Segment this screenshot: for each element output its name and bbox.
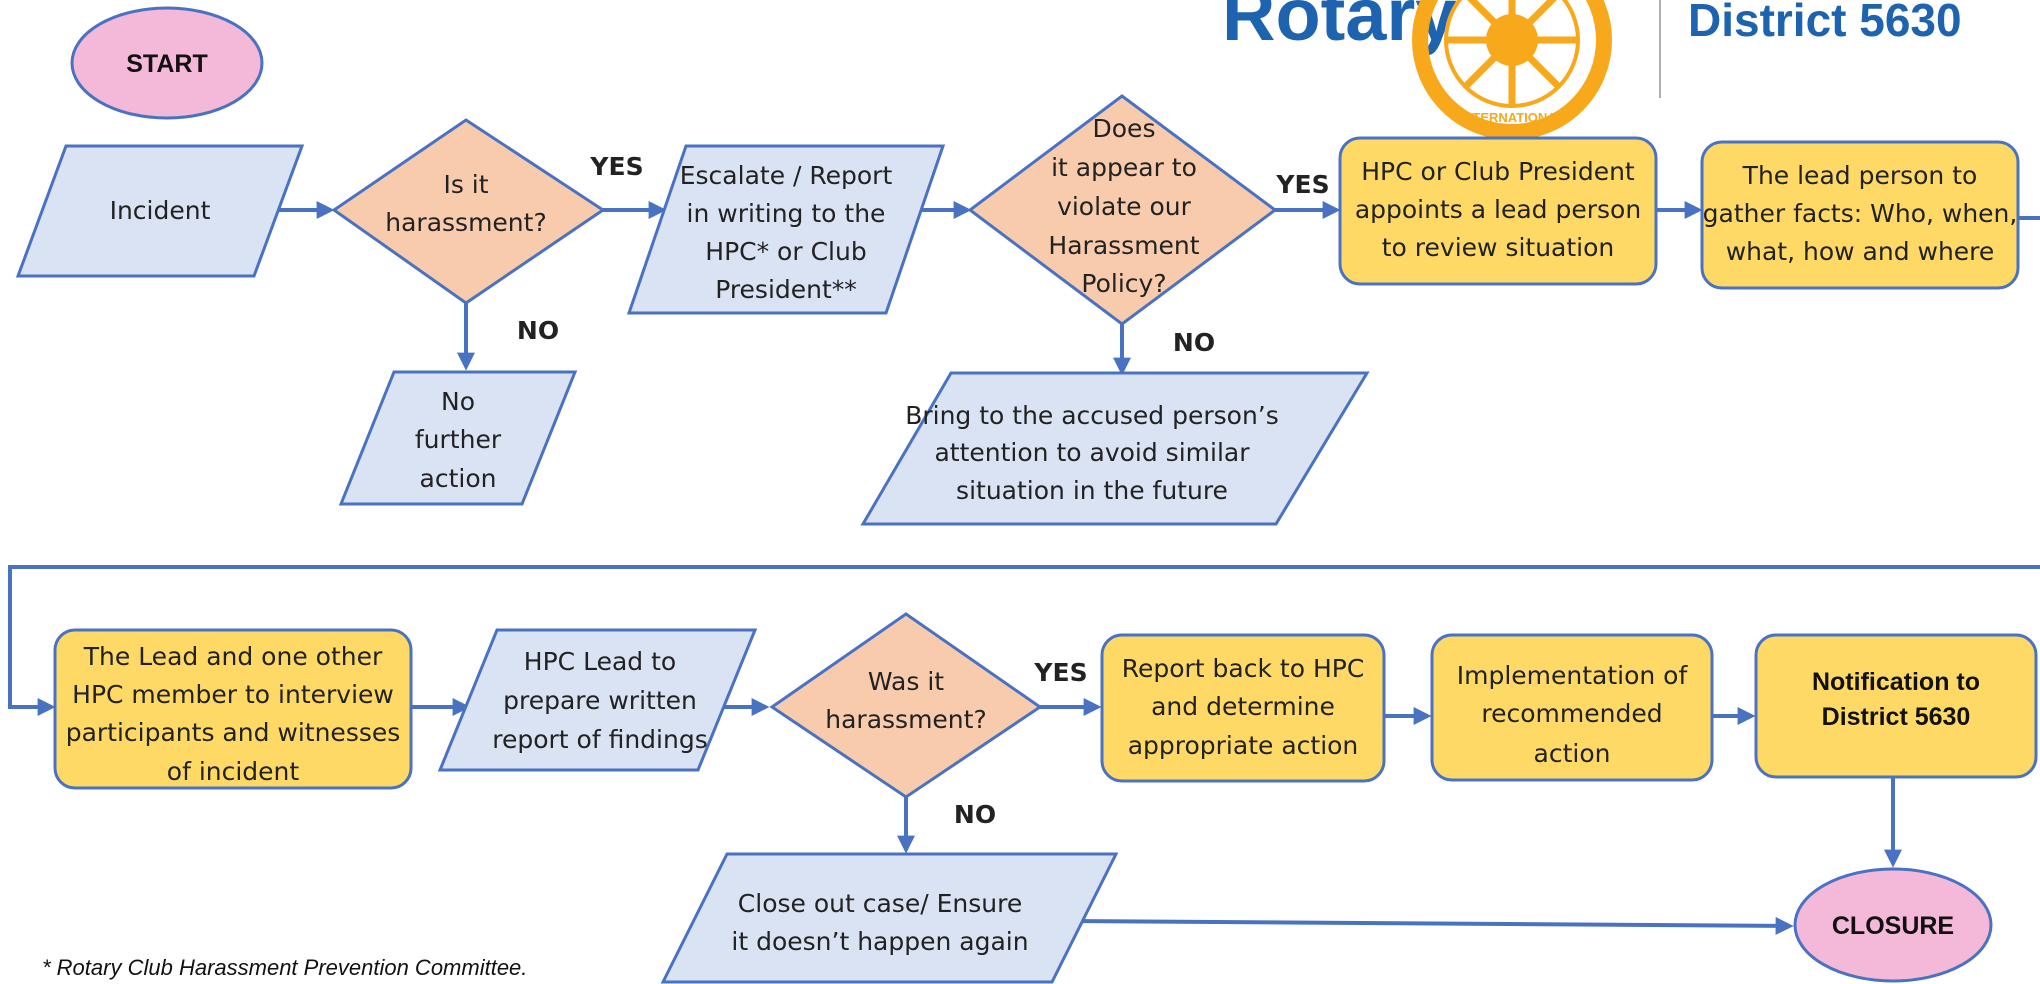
escalate-line-3: HPC* or Club [705,237,866,266]
interview-line-4: of incident [167,757,300,786]
notification-line-1: Notification to [1812,668,1980,696]
implementation-node: Implementation of recommended action [1430,633,1714,782]
reportback-line-2: and determine [1151,692,1335,721]
prepare-line-1: HPC Lead to [524,647,676,676]
seal-text: INTERNATIONAL [1459,110,1564,125]
implementation-line-1: Implementation of [1457,661,1689,690]
escalate-line-2: in writing to the [687,199,886,228]
edges [8,201,2040,935]
implementation-line-2: recommended [1481,699,1662,728]
was-line-2: harassment? [825,705,986,734]
attention-line-3: situation in the future [956,476,1228,505]
gather-line-1: The lead person to [1742,161,1978,190]
rotary-logo: Rotary INTERNATIONAL District 5630 [1222,0,1962,140]
interview-node: The Lead and one other HPC member to int… [53,628,413,790]
no-label-1: NO [517,316,559,345]
harassment-decision: Is it harassment? [331,118,606,305]
rotary-wheel-icon: INTERNATIONAL [1412,0,1612,140]
edge-wrap-to-interview [8,565,2040,716]
no-further-action-node: No further action [338,370,578,506]
decision-line-2: harassment? [385,208,546,237]
implementation-line-3: action [1534,739,1611,768]
escalate-line-1: Escalate / Report [680,161,893,190]
notification-node: Notification to District 5630 [1754,633,2038,779]
prepare-line-2: prepare written [503,686,697,715]
appoint-lead-node: HPC or Club President appoints a lead pe… [1338,136,1658,286]
reportback-line-3: appropriate action [1128,731,1359,760]
no-action-line-3: action [420,464,497,493]
footnote: * Rotary Club Harassment Prevention Comm… [42,955,528,980]
appoint-line-2: appoints a lead person [1355,195,1641,224]
closeout-line-1: Close out case/ Ensure [738,889,1022,918]
yes-label-2: YES [1275,170,1329,199]
bring-attention-node: Bring to the accused person’s attention … [860,371,1370,526]
prepare-report-node: HPC Lead to prepare written report of fi… [437,628,758,772]
closure-terminal: CLOSURE [1793,867,1993,983]
no-label-2: NO [1173,328,1215,357]
gather-line-3: what, how and where [1726,237,1995,266]
policy-line-2: it appear to [1051,153,1197,182]
escalate-node: Escalate / Report in writing to the HPC*… [626,144,946,315]
notification-line-2: District 5630 [1822,703,1971,731]
interview-line-1: The Lead and one other [83,642,383,671]
yes-label-3: YES [1033,658,1087,687]
was-harassment-decision: Was it harassment? [769,612,1043,799]
reportback-line-1: Report back to HPC [1122,654,1365,683]
start-terminal: START [70,6,264,120]
policy-decision: Does it appear to violate our Harassment… [967,94,1278,326]
no-action-line-2: further [415,425,502,454]
interview-line-3: participants and witnesses [66,718,401,747]
appoint-line-1: HPC or Club President [1361,157,1635,186]
closure-text: CLOSURE [1832,912,1954,940]
policy-line-4: Harassment [1048,231,1199,260]
incident-text: Incident [110,196,211,225]
policy-line-3: violate our [1057,192,1192,221]
policy-line-1: Does [1093,114,1156,143]
gather-facts-node: The lead person to gather facts: Who, wh… [1700,140,2020,290]
policy-line-5: Policy? [1081,269,1166,298]
attention-line-2: attention to avoid similar [934,438,1250,467]
edge-closeout-to-closure [1069,916,1794,935]
prepare-line-3: report of findings [492,725,708,754]
incident-node: Incident [15,144,305,278]
district-label: District 5630 [1688,0,1962,46]
report-back-node: Report back to HPC and determine appropr… [1100,633,1386,783]
escalate-line-4: President** [715,275,857,304]
attention-line-1: Bring to the accused person’s [905,401,1279,430]
edge-labels: YES NO YES NO YES NO [517,152,1330,829]
close-out-node: Close out case/ Ensure it doesn’t happen… [660,852,1119,984]
start-text: START [126,50,207,78]
closeout-line-2: it doesn’t happen again [731,927,1028,956]
interview-line-2: HPC member to interview [72,680,394,709]
decision-line-1: Is it [443,170,488,199]
appoint-line-3: to review situation [1382,233,1615,262]
no-label-3: NO [954,800,996,829]
yes-label-1: YES [589,152,643,181]
gather-line-2: gather facts: Who, when, [1703,199,2018,228]
no-action-line-1: No [441,387,475,416]
was-line-1: Was it [868,667,944,696]
